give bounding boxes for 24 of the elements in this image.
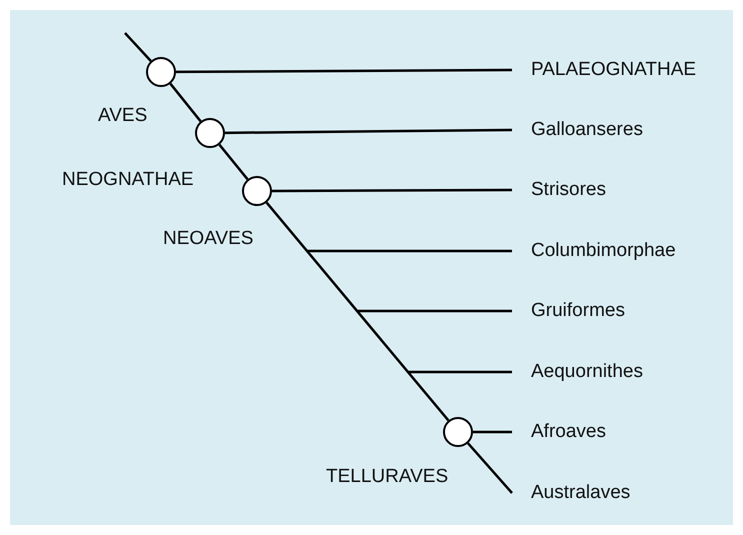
branch-line [357, 310, 512, 312]
branch-line [224, 128, 512, 134]
branch-line [218, 144, 249, 180]
clade-label: TELLURAVES [326, 466, 448, 488]
taxon-label: Strisores [512, 178, 606, 202]
branch-line [467, 442, 513, 494]
branch-line [307, 250, 512, 252]
branch-line [473, 430, 512, 434]
clade-label: NEOAVES [163, 228, 254, 250]
taxon-label: PALAEOGNATHAE [512, 58, 696, 82]
taxon-label: Galloanseres [512, 118, 643, 142]
taxon-label: Aequornithes [512, 360, 643, 384]
branch-line [169, 82, 202, 122]
taxon-label: Australaves [512, 481, 630, 505]
branch-line [124, 32, 152, 62]
branch-line [176, 68, 512, 74]
branch-line [408, 370, 512, 374]
taxon-label: Columbimorphae [512, 239, 676, 263]
clade-label: NEOGNATHAE [62, 169, 194, 191]
clade-label: AVES [98, 105, 148, 127]
branch-line [266, 202, 450, 422]
branch-line [272, 188, 512, 192]
taxon-label: Afroaves [512, 420, 606, 444]
taxon-label: Gruiformes [512, 299, 625, 323]
